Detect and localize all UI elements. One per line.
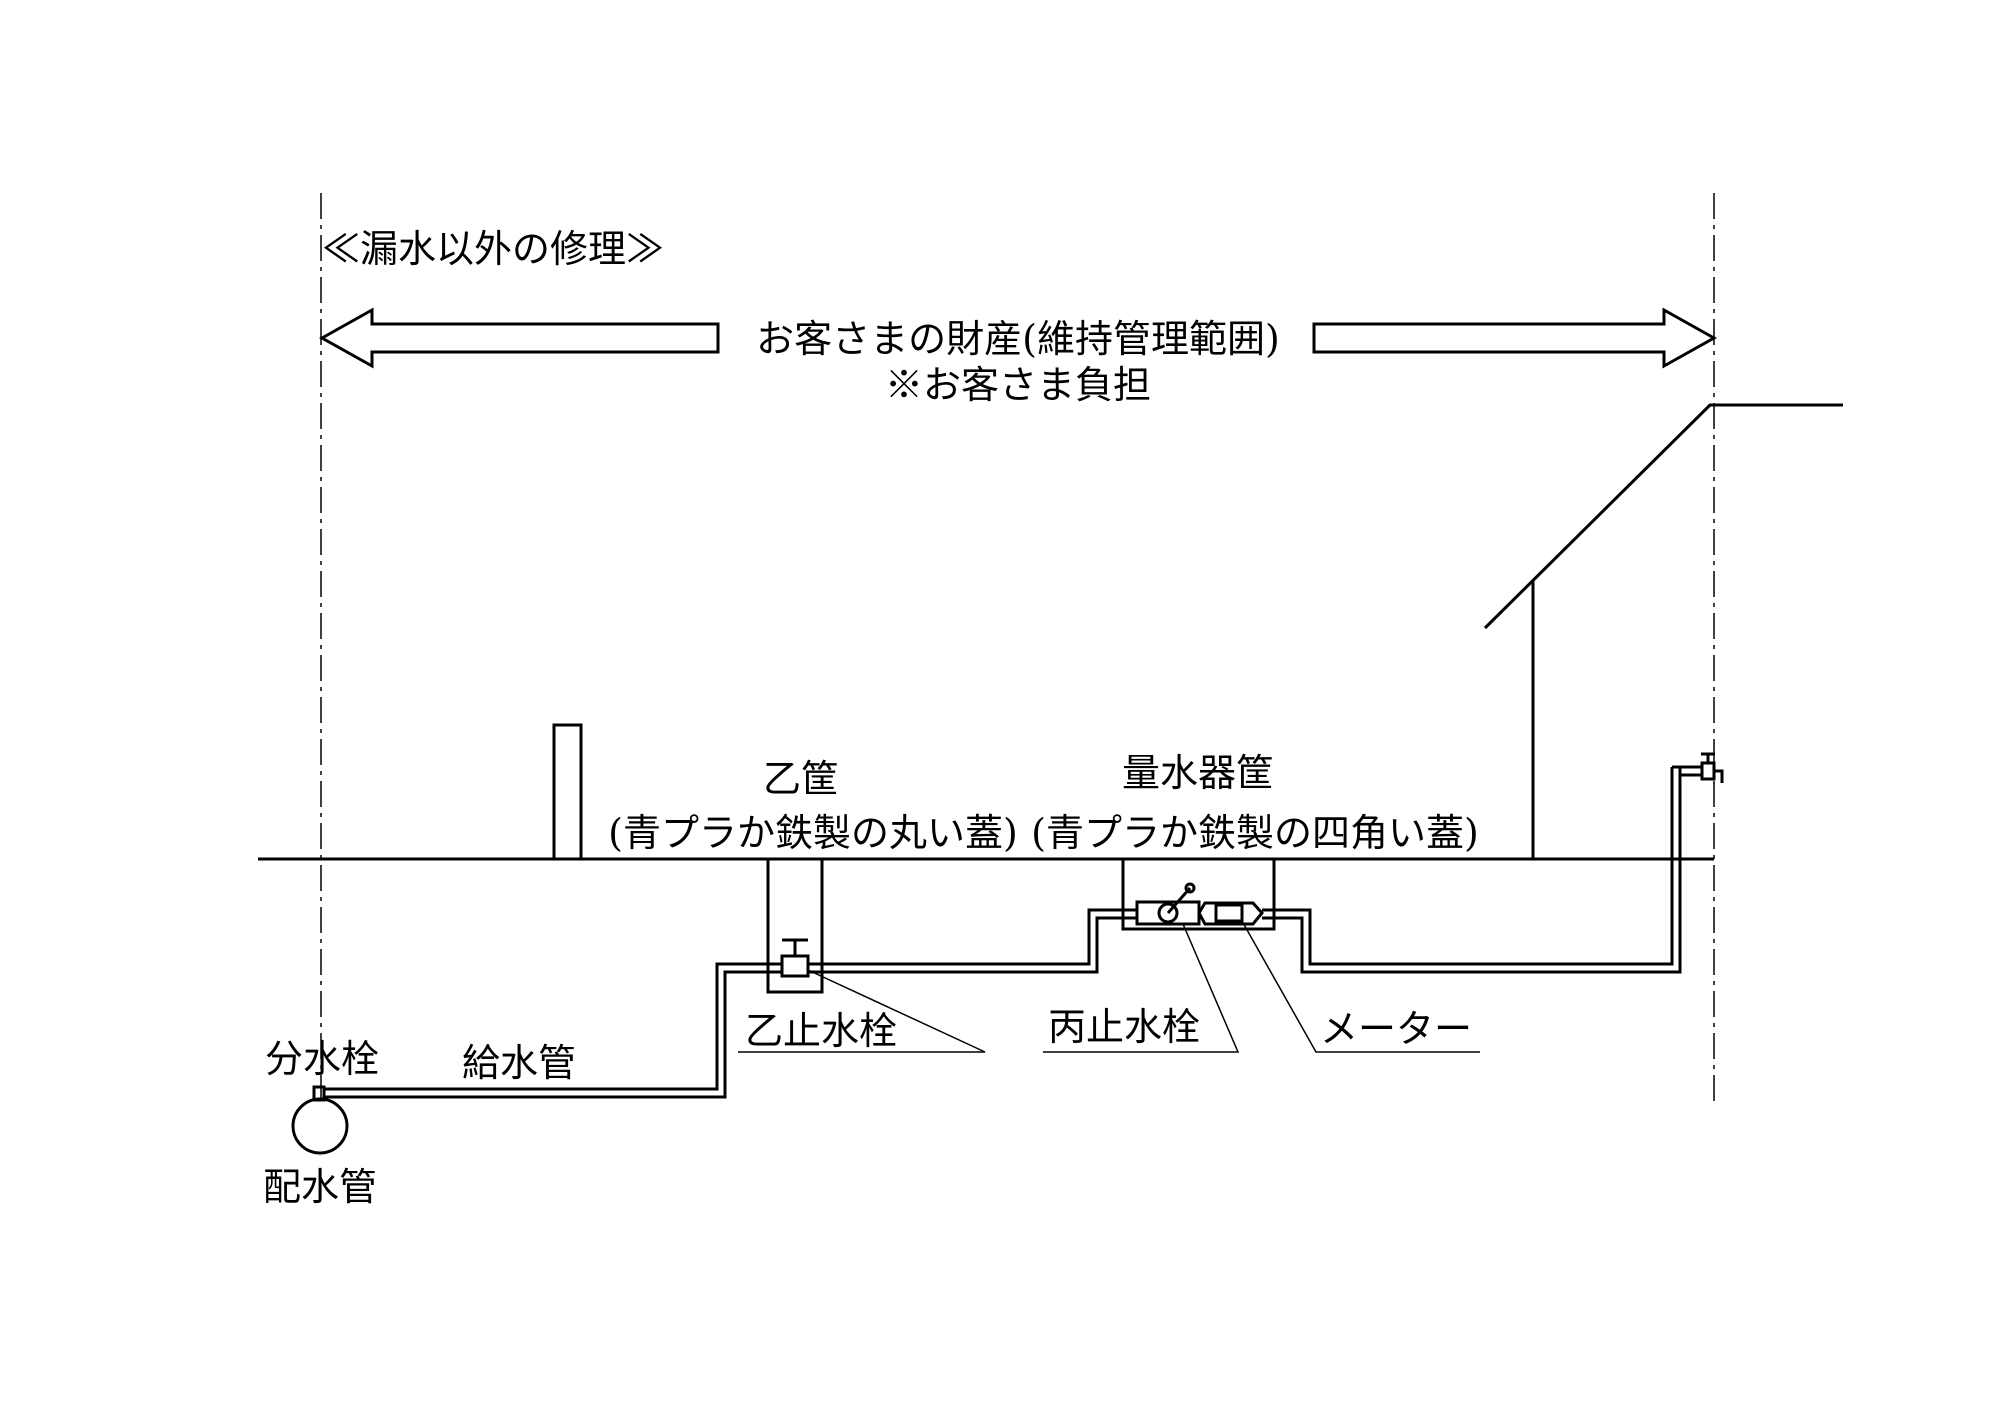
service-pipe-inner	[324, 767, 1682, 1099]
otsu-valve-leader	[738, 969, 986, 1053]
otsu-valve-label: 乙止水栓	[745, 1009, 897, 1053]
main-pipe-label: 配水管	[263, 1165, 377, 1209]
meter-box-desc: (青プラか鉄製の四角い蓋)	[1031, 811, 1479, 855]
branch-valve-label: 分水栓	[265, 1037, 379, 1081]
range-arrow-right	[1312, 307, 1718, 369]
meter-box	[1121, 857, 1276, 931]
service-pipe-label: 給水管	[462, 1041, 576, 1085]
meter-leader	[1241, 920, 1480, 1053]
hei-valve-label: 丙止水栓	[1048, 1005, 1200, 1049]
hei-valve-leader	[1043, 923, 1240, 1053]
main-pipe-circle	[291, 1097, 349, 1155]
meter-label: メーター	[1320, 1007, 1472, 1051]
faucet-icon	[1672, 752, 1724, 783]
branch-valve	[312, 1085, 326, 1102]
heading: ≪漏水以外の修理≫	[322, 227, 664, 271]
meter-icon	[1197, 901, 1264, 926]
house-roof	[1483, 403, 1843, 630]
service-pipe-outer	[324, 767, 1674, 1091]
hei-valve-icon	[1135, 882, 1201, 926]
range-note: ※お客さま負担	[885, 363, 1151, 407]
otsu-valve-icon	[780, 938, 810, 978]
range-arrow-left	[318, 307, 720, 369]
otsu-box	[766, 857, 824, 994]
otsu-box-desc: (青プラか鉄製の丸い蓋)	[608, 811, 1018, 855]
otsu-box-title: 乙筐	[763, 757, 839, 801]
post	[552, 723, 583, 861]
range-label: お客さまの財産(維持管理範囲)	[756, 317, 1280, 361]
meter-box-title: 量水器筐	[1122, 751, 1274, 795]
